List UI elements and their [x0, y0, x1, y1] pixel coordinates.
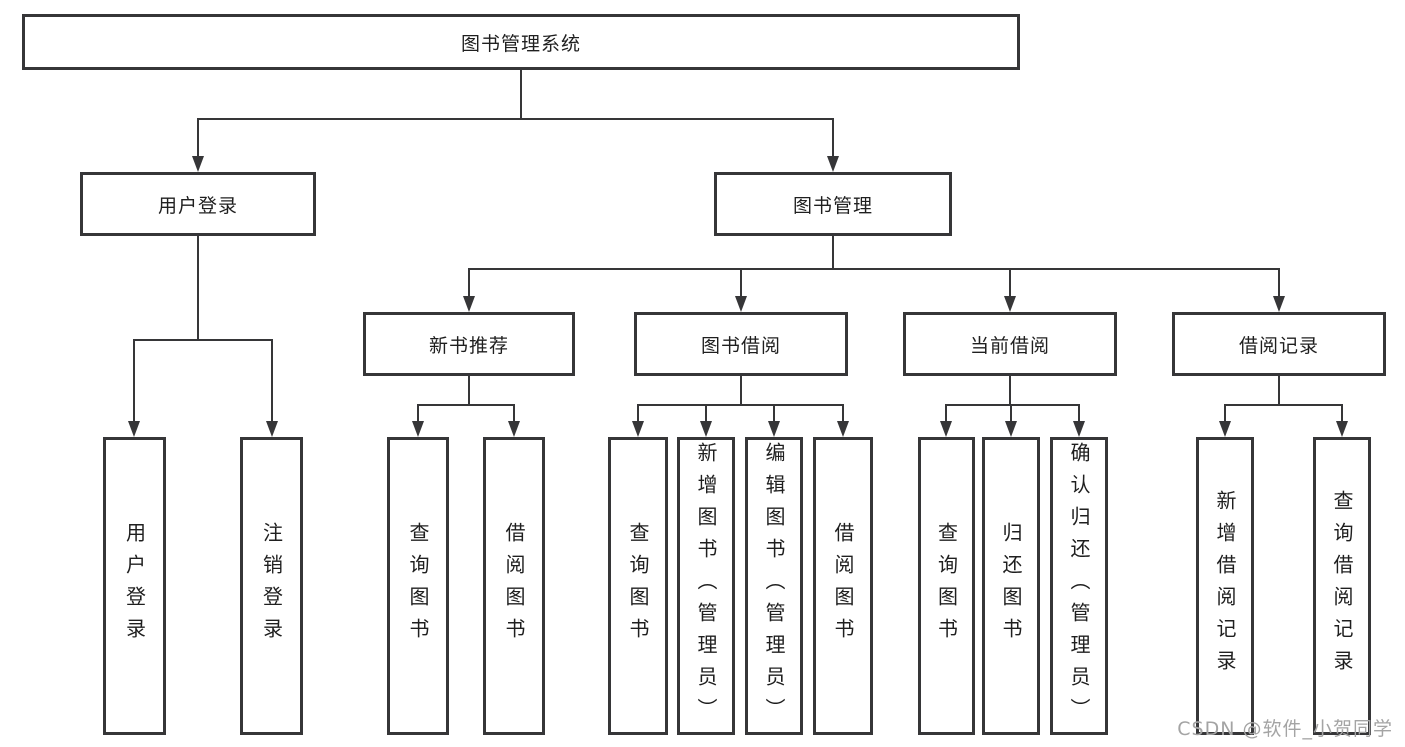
connector-line	[197, 236, 199, 341]
node-label: 用户登录	[157, 194, 238, 217]
connector-line	[417, 404, 419, 425]
arrow-down-icon	[266, 421, 278, 437]
connector-line	[705, 404, 707, 425]
leaf-query-books-borrow: 查询图书	[608, 437, 668, 735]
leaf-edit-books-admin: 编辑图书（管理员）	[745, 437, 803, 735]
connector-line	[197, 118, 834, 120]
node-label: 图书借阅	[700, 334, 781, 357]
connector-line	[1224, 404, 1226, 425]
arrow-down-icon	[700, 421, 712, 437]
node-label: 确认归还（管理员）	[1067, 442, 1091, 730]
arrow-down-icon	[940, 421, 952, 437]
node-book-management: 图书管理	[714, 172, 952, 236]
node-new-book-recommendation: 新书推荐	[363, 312, 575, 376]
arrow-down-icon	[735, 296, 747, 312]
arrow-down-icon	[128, 421, 140, 437]
leaf-logout: 注销登录	[240, 437, 303, 735]
arrow-down-icon	[1219, 421, 1231, 437]
node-label: 注销登录	[259, 522, 284, 650]
connector-line	[197, 118, 199, 160]
connector-line	[945, 404, 1079, 406]
arrow-down-icon	[1336, 421, 1348, 437]
leaf-add-borrow-record: 新增借阅记录	[1196, 437, 1254, 735]
node-label: 用户登录	[122, 522, 147, 650]
connector-line	[468, 376, 470, 406]
node-label: 图书管理	[792, 194, 873, 217]
node-label: 新增借阅记录	[1213, 490, 1237, 682]
arrow-down-icon	[837, 421, 849, 437]
connector-line	[133, 339, 273, 341]
connector-line	[513, 404, 515, 425]
arrow-down-icon	[508, 421, 520, 437]
connector-line	[1009, 376, 1011, 406]
arrow-down-icon	[463, 296, 475, 312]
node-library-management-system: 图书管理系统	[22, 14, 1020, 70]
arrow-down-icon	[1073, 421, 1085, 437]
leaf-query-borrow-record: 查询借阅记录	[1313, 437, 1371, 735]
connector-line	[637, 404, 843, 406]
arrow-down-icon	[827, 156, 839, 172]
node-borrowing-records: 借阅记录	[1172, 312, 1386, 376]
connector-line	[1078, 404, 1080, 425]
connector-line	[1278, 376, 1280, 406]
connector-line	[740, 376, 742, 406]
node-current-borrowing: 当前借阅	[903, 312, 1117, 376]
node-label: 图书管理系统	[460, 32, 581, 55]
node-label: 当前借阅	[969, 334, 1050, 357]
connector-line	[1224, 404, 1342, 406]
connector-line	[637, 404, 639, 425]
node-user-login: 用户登录	[80, 172, 316, 236]
node-label: 查询图书	[934, 522, 959, 650]
connector-line	[133, 339, 135, 425]
connector-line	[842, 404, 844, 425]
node-label: 归还图书	[999, 522, 1023, 650]
arrow-down-icon	[1004, 296, 1016, 312]
connector-line	[1010, 404, 1012, 425]
connector-line	[945, 404, 947, 425]
leaf-user-login: 用户登录	[103, 437, 166, 735]
node-label: 借阅图书	[502, 522, 526, 650]
leaf-confirm-return-admin: 确认归还（管理员）	[1050, 437, 1108, 735]
connector-line	[468, 268, 470, 300]
node-label: 新书推荐	[428, 334, 509, 357]
watermark: CSDN @软件_小贺同学	[1177, 718, 1393, 740]
node-label: 借阅记录	[1238, 334, 1319, 357]
connector-line	[832, 118, 834, 160]
connector-line	[1278, 268, 1280, 300]
arrow-down-icon	[1273, 296, 1285, 312]
leaf-borrow-books: 借阅图书	[813, 437, 873, 735]
leaf-return-books: 归还图书	[982, 437, 1040, 735]
arrow-down-icon	[412, 421, 424, 437]
node-book-borrowing: 图书借阅	[634, 312, 848, 376]
connector-line	[773, 404, 775, 425]
connector-line	[417, 404, 515, 406]
node-label: 查询借阅记录	[1330, 490, 1354, 682]
connector-line	[832, 236, 834, 270]
arrow-down-icon	[1005, 421, 1017, 437]
connector-line	[468, 268, 1280, 270]
leaf-query-books-recommend: 查询图书	[387, 437, 449, 735]
node-label: 查询图书	[406, 522, 430, 650]
leaf-query-books-current: 查询图书	[918, 437, 975, 735]
node-label: 新增图书（管理员）	[694, 442, 718, 730]
node-label: 编辑图书（管理员）	[762, 442, 786, 730]
node-label: 借阅图书	[831, 522, 855, 650]
connector-line	[1009, 268, 1011, 300]
node-label: 查询图书	[626, 522, 650, 650]
connector-line	[520, 70, 522, 120]
connector-line	[1341, 404, 1343, 425]
leaf-add-books-admin: 新增图书（管理员）	[677, 437, 735, 735]
arrow-down-icon	[632, 421, 644, 437]
leaf-borrow-books-recommend: 借阅图书	[483, 437, 545, 735]
connector-line	[271, 339, 273, 425]
arrow-down-icon	[768, 421, 780, 437]
connector-line	[740, 268, 742, 300]
arrow-down-icon	[192, 156, 204, 172]
